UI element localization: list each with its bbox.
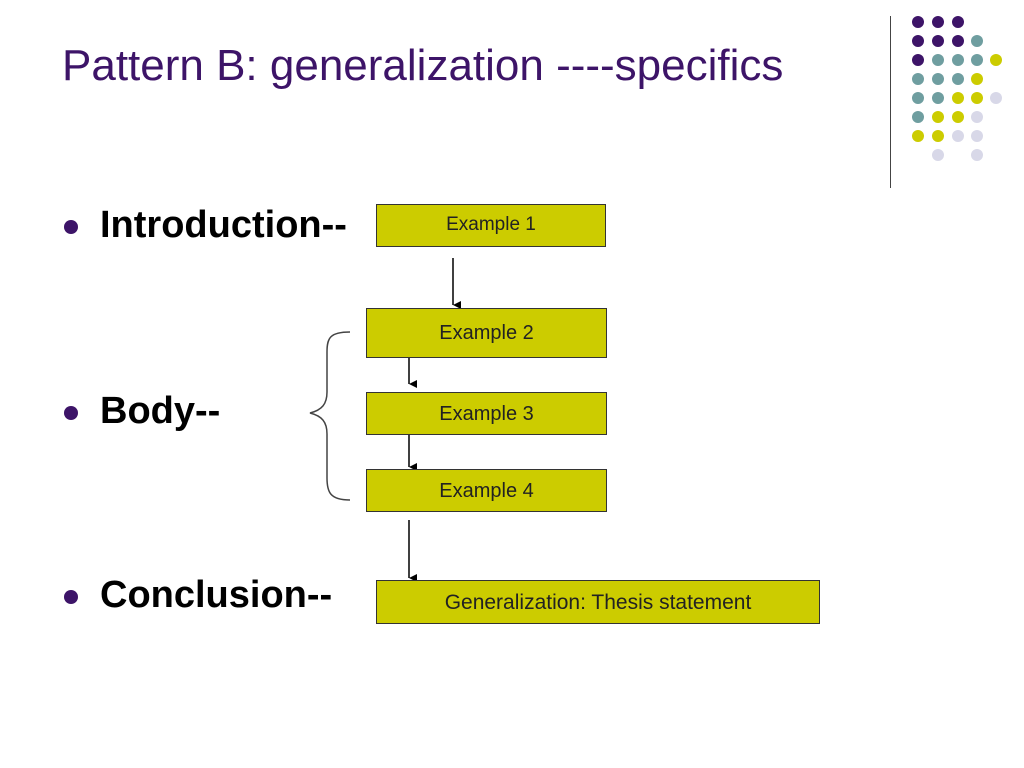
dot xyxy=(971,149,983,161)
dot xyxy=(990,54,1002,66)
box-label: Example 3 xyxy=(439,403,534,425)
bullet-body: Body-- xyxy=(100,390,221,432)
dot xyxy=(952,16,964,28)
box-label: Example 2 xyxy=(439,322,534,344)
box-example-3: Example 3 xyxy=(366,392,607,435)
dot xyxy=(912,16,924,28)
dot xyxy=(952,54,964,66)
dot xyxy=(971,54,983,66)
dot xyxy=(912,54,924,66)
dot xyxy=(952,92,964,104)
decorative-dot-grid xyxy=(912,16,1002,161)
box-example-4: Example 4 xyxy=(366,469,607,512)
dot xyxy=(932,54,944,66)
dot xyxy=(971,111,983,123)
bullet-marker xyxy=(64,406,78,420)
dot xyxy=(912,130,924,142)
decorative-divider xyxy=(890,16,891,188)
dot xyxy=(971,130,983,142)
box-example-2: Example 2 xyxy=(366,308,607,358)
dot xyxy=(952,111,964,123)
bullet-marker xyxy=(64,220,78,234)
dot xyxy=(932,130,944,142)
dot xyxy=(952,130,964,142)
dot xyxy=(912,111,924,123)
dot xyxy=(932,16,944,28)
slide-title: Pattern B: generalization ----specifics xyxy=(62,41,784,90)
dot xyxy=(971,35,983,47)
dot xyxy=(932,149,944,161)
dot xyxy=(912,92,924,104)
dot xyxy=(912,73,924,85)
dot xyxy=(990,92,1002,104)
dot xyxy=(932,73,944,85)
dot xyxy=(932,111,944,123)
box-label: Generalization: Thesis statement xyxy=(444,591,752,614)
box-label: Example 4 xyxy=(439,480,534,502)
box-label: Example 1 xyxy=(446,214,536,235)
dot xyxy=(932,92,944,104)
bullet-marker xyxy=(64,590,78,604)
dot xyxy=(952,73,964,85)
box-example-1: Example 1 xyxy=(376,204,606,247)
dot xyxy=(932,35,944,47)
dot xyxy=(971,92,983,104)
dot xyxy=(971,73,983,85)
bullet-conclusion: Conclusion-- xyxy=(100,574,333,616)
dot xyxy=(912,35,924,47)
bullet-introduction: Introduction-- xyxy=(100,204,347,246)
box-generalization-thesis: Generalization: Thesis statement xyxy=(376,580,820,624)
body-brace xyxy=(309,331,351,501)
dot xyxy=(952,35,964,47)
